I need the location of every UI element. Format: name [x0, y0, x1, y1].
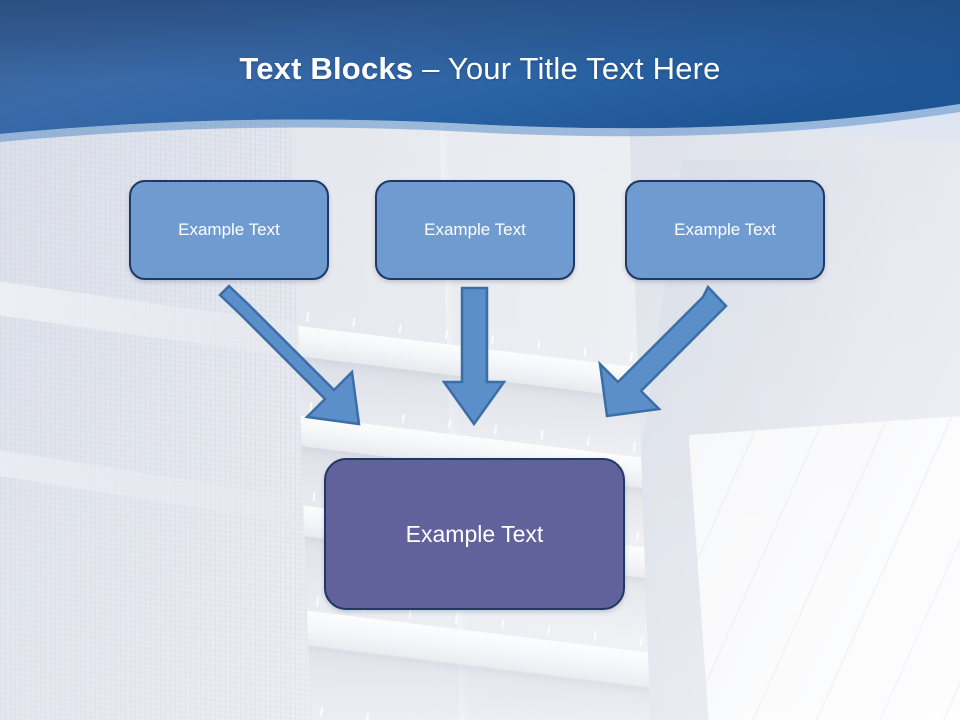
page-title-light: Your Title Text Here — [447, 51, 721, 86]
top-box-3-label: Example Text — [674, 220, 776, 239]
bottom-right-wall — [688, 405, 960, 720]
header-wave-shape — [0, 0, 960, 142]
page-title: Text Blocks – Your Title Text Here — [0, 50, 960, 88]
top-box-2[interactable]: Example Text — [375, 180, 575, 280]
top-box-1[interactable]: Example Text — [129, 180, 329, 280]
top-box-3[interactable]: Example Text — [625, 180, 825, 280]
result-box[interactable]: Example Text — [324, 458, 625, 610]
page-title-strong: Text Blocks — [239, 51, 414, 86]
top-box-1-label: Example Text — [178, 220, 280, 239]
result-box-label: Example Text — [405, 520, 544, 547]
page-title-separator: – — [413, 51, 448, 86]
header-banner: Text Blocks – Your Title Text Here — [0, 0, 960, 150]
top-box-2-label: Example Text — [424, 220, 526, 239]
